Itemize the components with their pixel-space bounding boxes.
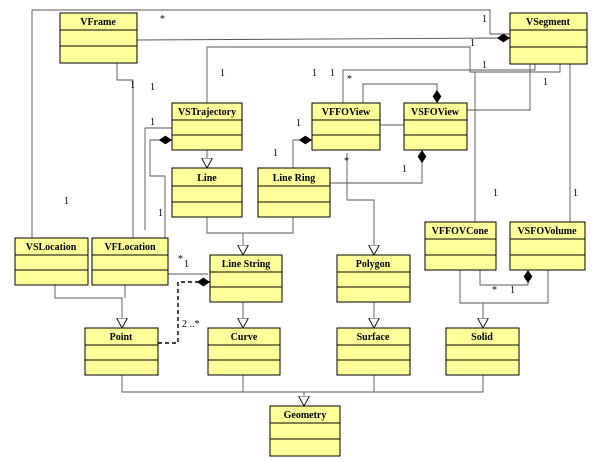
class-solid-name: Solid	[471, 332, 493, 343]
edge-vffoview-polygon	[346, 153, 374, 255]
class-polygon-name: Polygon	[356, 259, 391, 270]
edge-linering-linestring	[243, 217, 294, 234]
edge-vframe-vflocation	[116, 63, 134, 238]
multiplicity-labels: * 1 1 1 1 1 1 1 1 1 * 1 1 * 1 1 1 1 1 1 …	[64, 14, 578, 330]
edge-vsegment-vslocation	[31, 9, 510, 238]
edge-linering-vsfoview	[330, 150, 427, 184]
class-line[interactable]: Line	[171, 167, 243, 218]
mult-seg-cone-1: 1	[493, 188, 498, 199]
mult-vsfo-1: 1	[402, 164, 407, 175]
class-vffovcone[interactable]: VFFOVCone	[424, 221, 497, 271]
class-point[interactable]: Point	[84, 327, 159, 376]
edge-vffovcone-vsfovolume	[479, 270, 533, 286]
class-linering-name: Line Ring	[273, 173, 316, 184]
class-vslocation-name: VSLocation	[26, 242, 77, 253]
edge-vframe-vsegment	[136, 33, 511, 43]
class-linering[interactable]: Line Ring	[257, 167, 331, 218]
class-polygon[interactable]: Polygon	[336, 254, 411, 303]
mult-vfloc-star: *	[178, 254, 183, 265]
edge-vsegment-vstrajectory	[206, 46, 561, 103]
class-surface-name: Surface	[357, 332, 390, 343]
class-vsegment[interactable]: VSegment	[509, 12, 588, 65]
mult-traj-1d: 1	[150, 82, 155, 93]
class-curve-name: Curve	[231, 332, 258, 343]
class-geometry-name: Geometry	[284, 410, 327, 421]
mult-seg-vol-1: 1	[573, 188, 578, 199]
class-vflocation-name: VFLocation	[104, 242, 156, 253]
class-vstrajectory[interactable]: VSTrajectory	[171, 102, 243, 151]
edge-vsegment-vsfoview	[467, 64, 531, 111]
mult-seg-sfo-1: 1	[543, 77, 548, 88]
mult-frame-seg-1a: 1	[482, 14, 487, 25]
mult-frame-loc-1: 1	[130, 80, 135, 91]
edge-point-geometry	[121, 375, 304, 406]
mult-point-ls: 2 ..*	[182, 319, 200, 330]
mult-vsloc-1: 1	[64, 196, 69, 207]
mult-traj-1f: 1	[158, 208, 163, 219]
mult-cone-star: *	[492, 285, 497, 296]
edge-vffovcone-solid	[459, 270, 483, 328]
class-surface[interactable]: Surface	[336, 327, 411, 376]
edge-vstrajectory-outer	[144, 127, 172, 230]
class-vsfoview[interactable]: VSFOView	[403, 102, 468, 151]
edge-line-linestring	[206, 217, 243, 255]
class-vflocation[interactable]: VFLocation	[91, 237, 169, 286]
mult-frame-star: *	[160, 14, 165, 25]
edge-point-linestring	[158, 277, 210, 344]
mult-ring-1: 1	[273, 148, 278, 159]
edge-vflocation-vstrajectory	[149, 135, 172, 283]
class-point-name: Point	[110, 332, 133, 343]
class-vslocation[interactable]: VSLocation	[14, 237, 89, 286]
class-vsegment-name: VSegment	[526, 17, 571, 28]
class-curve[interactable]: Curve	[207, 327, 281, 376]
class-solid[interactable]: Solid	[445, 327, 520, 376]
mult-vol-1: 1	[510, 285, 515, 296]
edge-vsfovolume-solid	[483, 270, 549, 304]
class-vstrajectory-name: VSTrajectory	[178, 107, 236, 118]
class-vframe[interactable]: VFrame	[59, 12, 138, 64]
class-vsfovolume[interactable]: VSFOVolume	[509, 221, 586, 271]
mult-ffo-star-mid: *	[344, 156, 349, 167]
class-line-name: Line	[197, 173, 217, 184]
edge-linering-vffoview	[292, 135, 312, 169]
class-vffoview[interactable]: VFFOView	[311, 102, 381, 151]
mult-traj-1a: 1	[220, 68, 225, 79]
edge-vslocation-point	[54, 285, 122, 328]
mult-traj-1b: 1	[312, 68, 317, 79]
class-linestring[interactable]: Line String	[209, 254, 283, 303]
edge-solid-geometry	[304, 375, 484, 393]
class-linestring-name: Line String	[222, 259, 271, 270]
mult-vfloc-1: 1	[184, 259, 189, 270]
class-geometry[interactable]: Geometry	[269, 405, 341, 457]
associations	[31, 9, 571, 406]
class-vsfovolume-name: VSFOVolume	[517, 226, 577, 237]
class-vffovcone-name: VFFOVCone	[432, 226, 489, 237]
class-vsfoview-name: VSFOView	[411, 107, 460, 118]
class-vframe-name: VFrame	[80, 17, 116, 28]
edge-vsegment-vffoview	[342, 64, 536, 103]
mult-ffo-1-left: 1	[296, 118, 301, 129]
mult-seg-ffo-1: 1	[482, 60, 487, 71]
class-vffoview-name: VFFOView	[322, 107, 371, 118]
edge-vffoview-vsfoview-top	[362, 83, 442, 103]
mult-traj-1e: 1	[150, 117, 155, 128]
mult-traj-1c: 1	[330, 68, 335, 79]
mult-ffo-star-top: *	[347, 74, 352, 85]
mult-frame-seg-1b: 1	[470, 38, 475, 49]
